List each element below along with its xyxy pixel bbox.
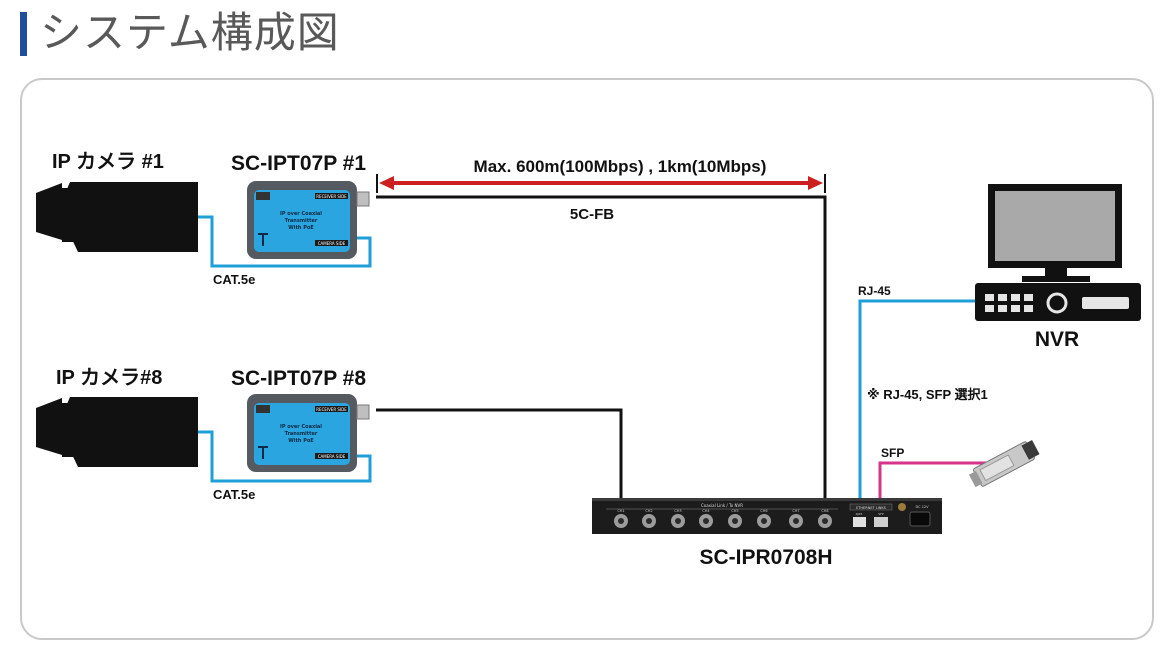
rj45-label: RJ-45 [858, 284, 891, 298]
port-label-ch8: CH8 [821, 509, 828, 513]
camera-icon-1 [36, 182, 198, 252]
bnc-port [614, 514, 628, 528]
transmitter-panel-line2-8: Transmitter [285, 431, 318, 437]
receiver-ethernet-section: ETHERNET LINKS RJ45 SFP DC 12V [849, 503, 931, 527]
power-indicator-icon [898, 503, 906, 511]
coax-label: 5C-FB [570, 206, 614, 223]
transmitter-panel-line3-8: With PoE [288, 438, 314, 444]
transmitter-device-1: RECEIVER SIDE IP over Coaxial Transmitte… [247, 181, 370, 259]
port-label-ch5: CH5 [731, 509, 738, 513]
sfp-port-label: SFP [878, 512, 884, 516]
transmitter-label-8: SC-IPT07P #8 [231, 367, 366, 390]
receiver-panel-text: Coaxial Link / To NVR [701, 503, 743, 508]
camera-label-8: IP カメラ#8 [56, 367, 162, 389]
transmitter-device-8: RECEIVER SIDE IP over Coaxial Transmitte… [247, 394, 370, 472]
rj45-port [853, 517, 866, 527]
sfp-module-icon [968, 440, 1040, 488]
sfp-port [874, 517, 888, 527]
transmitter-panel-top-8: RECEIVER SIDE [316, 407, 347, 412]
power-inlet [909, 511, 931, 527]
camera-label-1: IP カメラ #1 [52, 151, 164, 173]
cat5e-label-8: CAT.5e [213, 487, 255, 502]
transmitter-panel-line1-8: IP over Coaxial [280, 424, 322, 430]
bnc-port [789, 514, 803, 528]
port-label-ch2: CH2 [645, 509, 652, 513]
cat5e-label-1: CAT.5e [213, 272, 255, 287]
transmitter-panel-line2-1: Transmitter [285, 218, 318, 224]
receiver-label: SC-IPR0708H [699, 546, 832, 569]
receiver-bnc-ports [614, 514, 832, 528]
cat5e-cable-1 [198, 215, 372, 268]
power-label: DC 12V [915, 505, 929, 509]
bnc-port [757, 514, 771, 528]
port-label-ch7: CH7 [792, 509, 799, 513]
camera-icon-8 [36, 397, 198, 467]
bnc-port [642, 514, 656, 528]
transmitter-panel-bottom-1: CAMERA SIDE [318, 241, 346, 246]
distance-label: Max. 600m(100Mbps) , 1km(10Mbps) [474, 157, 767, 176]
nvr-device [975, 184, 1141, 321]
port-label-ch4: CH4 [702, 509, 710, 513]
port-label-ch6: CH6 [760, 509, 767, 513]
sfp-label: SFP [881, 446, 904, 460]
transmitter-panel-line3-1: With PoE [288, 225, 314, 231]
rj45-cable [858, 299, 978, 500]
transmitter-panel-top-1: RECEIVER SIDE [316, 194, 347, 199]
coax-cable-1 [376, 195, 827, 500]
coax-cable-8 [376, 408, 623, 500]
diagram-frame [20, 78, 1154, 640]
bnc-port [728, 514, 742, 528]
port-label-ch1: CH1 [617, 509, 624, 513]
receiver-port-labels: CH1 CH2 CH3 CH4 CH5 CH6 CH7 CH8 [617, 509, 828, 513]
sfp-cable [878, 461, 992, 500]
bnc-port [671, 514, 685, 528]
nvr-label: NVR [1035, 328, 1079, 351]
page-title: システム構成図 [40, 8, 340, 57]
transmitter-label-1: SC-IPT07P #1 [231, 152, 366, 175]
port-label-ch3: CH3 [674, 509, 681, 513]
transmitter-panel-line1-1: IP over Coaxial [280, 211, 322, 217]
rj45-port-label: RJ45 [856, 512, 863, 516]
distance-arrow [376, 174, 826, 193]
ethernet-links-label: ETHERNET LINKS [856, 506, 887, 510]
cat5e-cable-8 [198, 430, 372, 483]
transmitter-panel-bottom-8: CAMERA SIDE [318, 454, 346, 459]
title-accent-bar [20, 12, 27, 56]
bnc-port [699, 514, 713, 528]
bnc-port [818, 514, 832, 528]
selection-note: ※ RJ-45, SFP 選択1 [867, 387, 988, 402]
